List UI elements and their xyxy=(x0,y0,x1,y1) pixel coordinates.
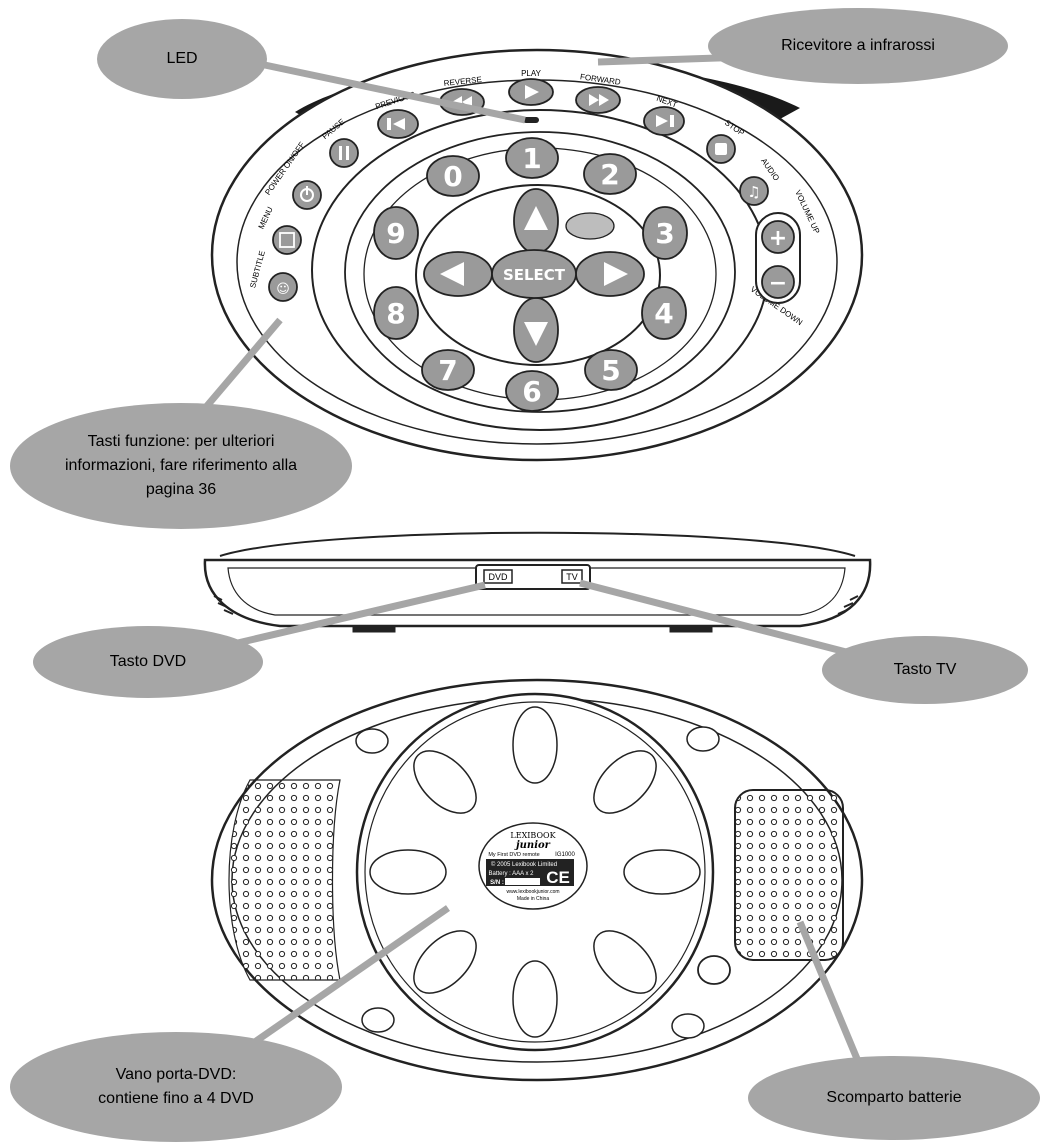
keypad-ring xyxy=(344,131,736,413)
pause-button[interactable] xyxy=(329,138,359,168)
subtitle-button[interactable] xyxy=(268,272,298,302)
label-website: www.lexibookjunior.com xyxy=(506,889,559,895)
number-key-labels: 0 1 2 3 4 5 6 7 8 9 xyxy=(386,142,674,408)
previous-icon xyxy=(387,118,405,130)
key-1[interactable] xyxy=(505,137,559,179)
callout-ir-receiver: Ricevitore a infrarossi xyxy=(708,8,1008,84)
play-label: PLAY xyxy=(521,69,542,78)
dvd-switch-label: DVD xyxy=(488,572,508,582)
key-1-label: 1 xyxy=(522,142,541,175)
leader-led xyxy=(259,60,526,124)
logo-badge xyxy=(565,212,615,240)
key-4[interactable] xyxy=(641,286,687,340)
back-label-text: LEXIBOOK junior My First DVD remote IG10… xyxy=(486,831,576,902)
speaker-left xyxy=(228,779,341,981)
label-model: IG1000 xyxy=(555,852,575,858)
key-9[interactable] xyxy=(373,206,419,260)
side-foot-left xyxy=(352,625,396,633)
volume-down-button[interactable] xyxy=(761,265,795,299)
side-top-edge xyxy=(219,531,856,557)
foot-top-left xyxy=(355,728,389,754)
led-indicator xyxy=(523,117,539,123)
arrow-left-icon xyxy=(440,262,464,286)
dpad-icons xyxy=(440,206,628,346)
tv-switch[interactable] xyxy=(561,569,583,584)
callout-battery: Scomparto batterie xyxy=(748,1056,1040,1140)
side-foot-right xyxy=(669,625,713,633)
callout-function-keys: Tasti funzione: per ulteriori informazio… xyxy=(10,403,352,529)
label-brand: LEXIBOOK xyxy=(510,831,556,840)
key-3[interactable] xyxy=(642,206,688,260)
label-ce-mark: CE xyxy=(546,868,570,887)
key-5[interactable] xyxy=(584,349,638,391)
menu-button[interactable] xyxy=(272,225,302,255)
pause-icon xyxy=(339,146,349,160)
remote-top-view: ♫ ☺ REVERSE PLAY FORWARD PREVIOUS NEXT P… xyxy=(210,48,864,462)
foot-bottom-right xyxy=(671,1013,705,1039)
key-3-label: 3 xyxy=(655,217,674,250)
forward-icon xyxy=(589,94,609,106)
label-copyright: © 2005 Lexibook Limited xyxy=(491,861,557,868)
arrow-down-icon xyxy=(524,322,548,346)
volume-up-button[interactable] xyxy=(761,220,795,254)
key-8-label: 8 xyxy=(386,297,405,330)
key-9-label: 9 xyxy=(386,217,405,250)
key-5-label: 5 xyxy=(601,354,620,387)
key-6-label: 6 xyxy=(522,375,541,408)
next-icon xyxy=(656,115,674,127)
foot-top-right xyxy=(686,726,720,752)
callout-led: LED xyxy=(97,19,267,99)
key-8[interactable] xyxy=(373,286,419,340)
arrow-right-icon xyxy=(604,262,628,286)
key-0-label: 0 xyxy=(443,160,462,193)
callout-dvd-holder: Vano porta-DVD: contiene fino a 4 DVD xyxy=(10,1032,342,1142)
key-4-label: 4 xyxy=(654,297,673,330)
audio-button[interactable] xyxy=(739,176,769,206)
arrow-up-icon xyxy=(524,206,548,230)
tv-switch-label: TV xyxy=(566,572,578,582)
dvd-switch[interactable] xyxy=(483,569,513,584)
stop-icon xyxy=(715,143,727,155)
back-button[interactable] xyxy=(697,955,731,985)
number-keys xyxy=(373,137,688,412)
key-2[interactable] xyxy=(583,153,637,195)
label-sub-brand: junior xyxy=(514,840,551,851)
label-origin: Made in China xyxy=(517,896,549,902)
minus-icon: − xyxy=(769,271,787,296)
key-0[interactable] xyxy=(426,155,480,197)
play-icon xyxy=(525,85,539,99)
audio-icon: ♫ xyxy=(747,183,760,201)
select-button[interactable] xyxy=(491,249,577,299)
remote-side-view: DVD TV xyxy=(203,531,872,633)
battery-compartment[interactable] xyxy=(734,789,844,961)
label-battery: Battery : AAA x 2 xyxy=(488,871,534,877)
label-serial: S/N : xyxy=(490,880,504,886)
callout-dvd-key: Tasto DVD xyxy=(33,626,263,698)
key-7-label: 7 xyxy=(438,354,457,387)
plus-icon: + xyxy=(769,226,787,251)
key-7[interactable] xyxy=(421,349,475,391)
subtitle-icon: ☺ xyxy=(276,282,290,297)
side-vents xyxy=(213,595,859,615)
holder-petals xyxy=(369,706,701,1038)
key-2-label: 2 xyxy=(600,158,619,191)
menu-icon xyxy=(279,232,295,248)
reverse-label: REVERSE xyxy=(443,75,482,88)
key-6[interactable] xyxy=(505,370,559,412)
label-product: My First DVD remote xyxy=(488,852,539,858)
remote-back-view xyxy=(210,678,864,1082)
callout-tv-key: Tasto TV xyxy=(822,636,1028,704)
select-label: SELECT xyxy=(503,266,566,284)
foot-bottom-left xyxy=(361,1007,395,1033)
